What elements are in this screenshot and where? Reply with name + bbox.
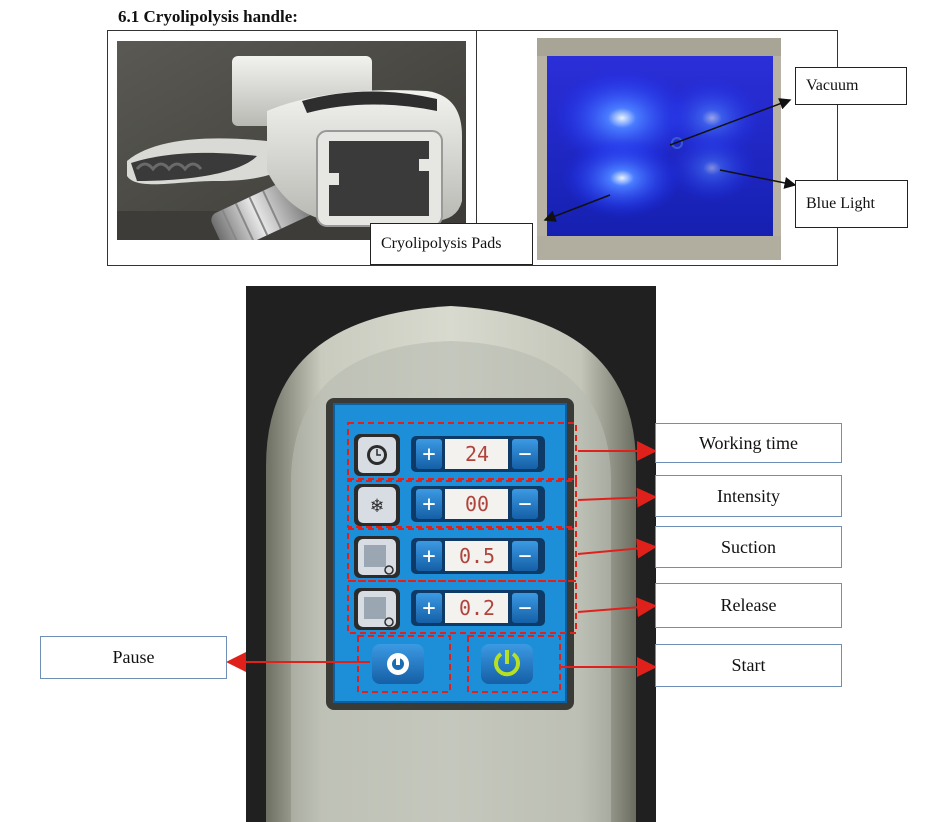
callout-release: Release <box>655 583 842 628</box>
callout-pause: Pause <box>40 636 227 679</box>
callout-suction: Suction <box>655 526 842 568</box>
callout-working-time: Working time <box>655 423 842 463</box>
callout-start: Start <box>655 644 842 687</box>
callout-intensity: Intensity <box>655 475 842 517</box>
